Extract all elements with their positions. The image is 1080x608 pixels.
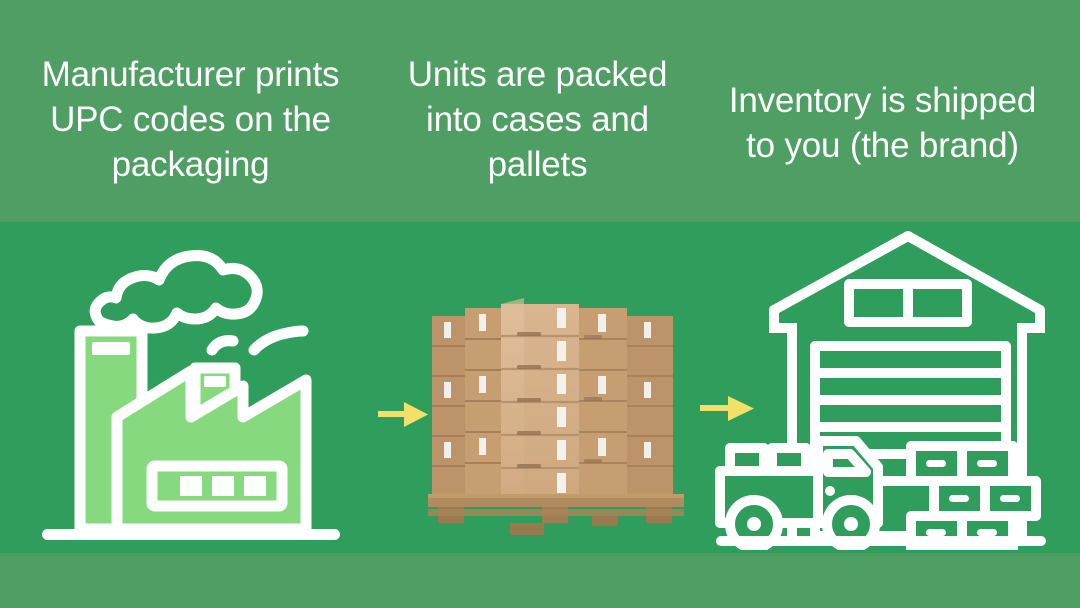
arrow-head: [404, 402, 428, 427]
delivery-truck-icon: [715, 436, 883, 550]
background-band-top: [0, 0, 1080, 222]
factory-ground-line: [42, 529, 340, 540]
pallet-of-boxes-image: [424, 296, 694, 538]
truck-crate-2: [767, 443, 811, 476]
truck-door-handle: [825, 486, 835, 496]
smoke-cloud-icon: [89, 250, 263, 334]
wooden-pallet: [428, 494, 684, 535]
warehouse-box-labels: [926, 460, 1020, 536]
truck-wheel-front-hub: [844, 517, 858, 531]
step-2-caption: Units are packed into cases and pallets: [407, 55, 668, 184]
factory-window-pane-3: [244, 476, 266, 496]
smoke-puff-large-icon: [248, 325, 309, 356]
factory-window-pane-1: [180, 476, 202, 496]
warehouse-roof-and-walls: [769, 231, 1045, 541]
factory-icon: [36, 228, 346, 550]
warehouse-ground-line: [716, 536, 1046, 546]
smoke-puff-small-icon: [206, 335, 239, 356]
arrow-tail: [700, 405, 730, 411]
carton-stack-right-column: [579, 308, 673, 498]
carton-stack-front: [501, 298, 579, 500]
carton-stack-left-column: [432, 308, 501, 494]
step-1-caption: Manufacturer prints UPC codes on the pac…: [41, 55, 340, 184]
factory-chimney-tall-cap: [92, 342, 130, 355]
arrow-head: [728, 396, 754, 421]
truck-wheel-rear-hub: [747, 517, 761, 531]
factory-chimney-small-cap: [204, 376, 226, 387]
arrow-right-1: [378, 398, 430, 432]
warehouse-icon: [706, 228, 1054, 550]
truck-cab-window: [823, 449, 871, 477]
factory-window-pane-2: [212, 476, 234, 496]
arrow-right-2: [700, 392, 756, 426]
step-3-caption: Inventory is shipped to you (the brand): [728, 81, 1037, 165]
background-band-bottom: [0, 553, 1080, 608]
truck-crate-1: [725, 443, 769, 476]
arrow-tail: [378, 411, 406, 417]
